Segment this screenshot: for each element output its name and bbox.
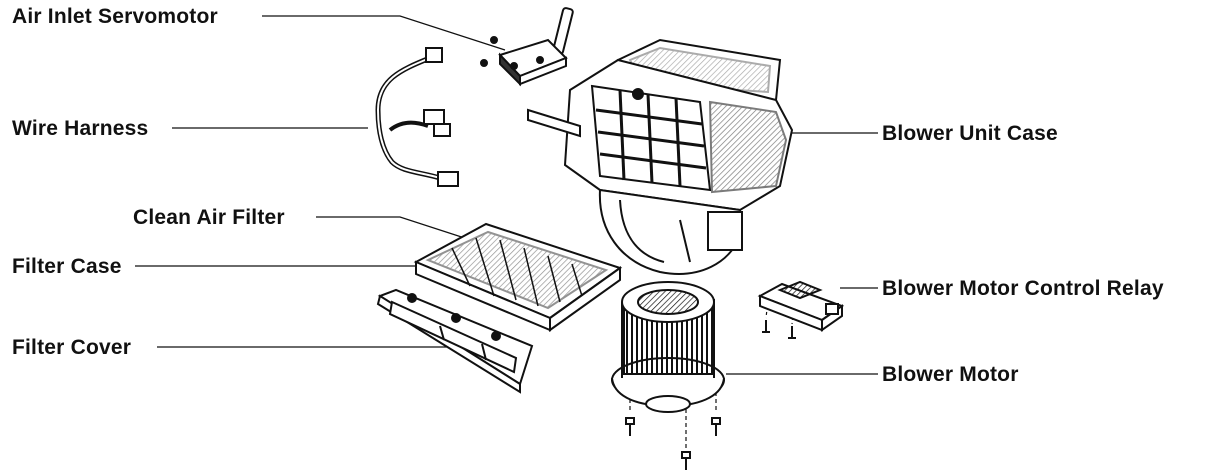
air-inlet-servomotor-drawing xyxy=(480,7,574,87)
leader-clean-air-filter xyxy=(316,216,481,244)
wire-harness-drawing xyxy=(375,47,459,187)
blower-motor-drawing xyxy=(611,281,725,413)
screw-left-icon xyxy=(625,417,635,436)
label-clean-air-filter: Clean Air Filter xyxy=(133,206,285,229)
screw-right-icon xyxy=(711,417,721,436)
clean-air-filter-drawing xyxy=(413,222,623,332)
leader-lines xyxy=(135,15,878,450)
blower-unit-case-drawing xyxy=(527,38,794,275)
filter-cover-drawing xyxy=(376,288,534,394)
label-blower-motor-control-relay: Blower Motor Control Relay xyxy=(882,277,1164,300)
label-filter-cover: Filter Cover xyxy=(12,336,132,359)
label-blower-unit-case: Blower Unit Case xyxy=(882,122,1058,145)
leader-air-inlet-servomotor xyxy=(262,15,506,51)
screw-center-icon xyxy=(681,451,691,470)
label-blower-motor: Blower Motor xyxy=(882,363,1019,386)
blower-motor-control-relay-drawing xyxy=(757,280,845,339)
label-air-inlet-servomotor: Air Inlet Servomotor xyxy=(12,5,218,28)
mounting-screws xyxy=(625,417,721,470)
label-wire-harness: Wire Harness xyxy=(12,117,149,140)
label-filter-case: Filter Case xyxy=(12,255,122,278)
